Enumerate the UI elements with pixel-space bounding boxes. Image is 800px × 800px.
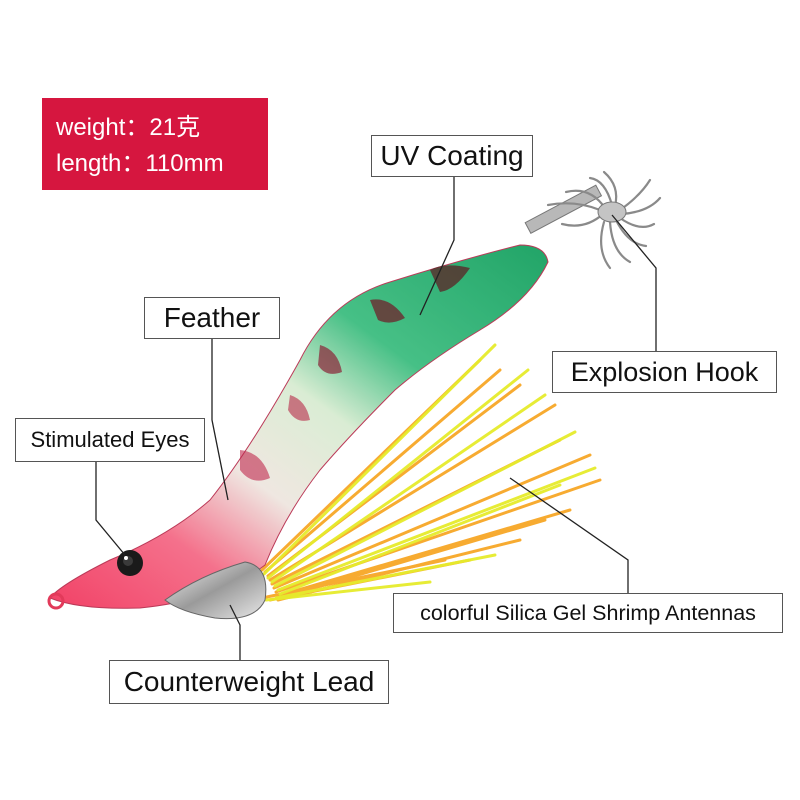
leader-lines	[95, 177, 657, 660]
antennas-label: colorful Silica Gel Shrimp Antennas	[393, 593, 783, 633]
lure-body	[47, 244, 549, 610]
stimulated-eyes-label: Stimulated Eyes	[15, 418, 205, 462]
length-spec: length：110mm	[56, 150, 224, 177]
uv-coating-label: UV Coating	[371, 135, 533, 177]
stimulated-eye	[117, 550, 143, 576]
explosion-hook-label: Explosion Hook	[552, 351, 777, 393]
explosion-hook	[524, 170, 662, 270]
spec-box: weight：21克 length：110mm	[42, 98, 268, 190]
silica-gel-antennas	[260, 343, 602, 602]
counterweight-lead-label: Counterweight Lead	[109, 660, 389, 704]
weight-spec: weight：21克	[56, 114, 201, 141]
feather-label: Feather	[144, 297, 280, 339]
counterweight-lead	[164, 561, 267, 620]
